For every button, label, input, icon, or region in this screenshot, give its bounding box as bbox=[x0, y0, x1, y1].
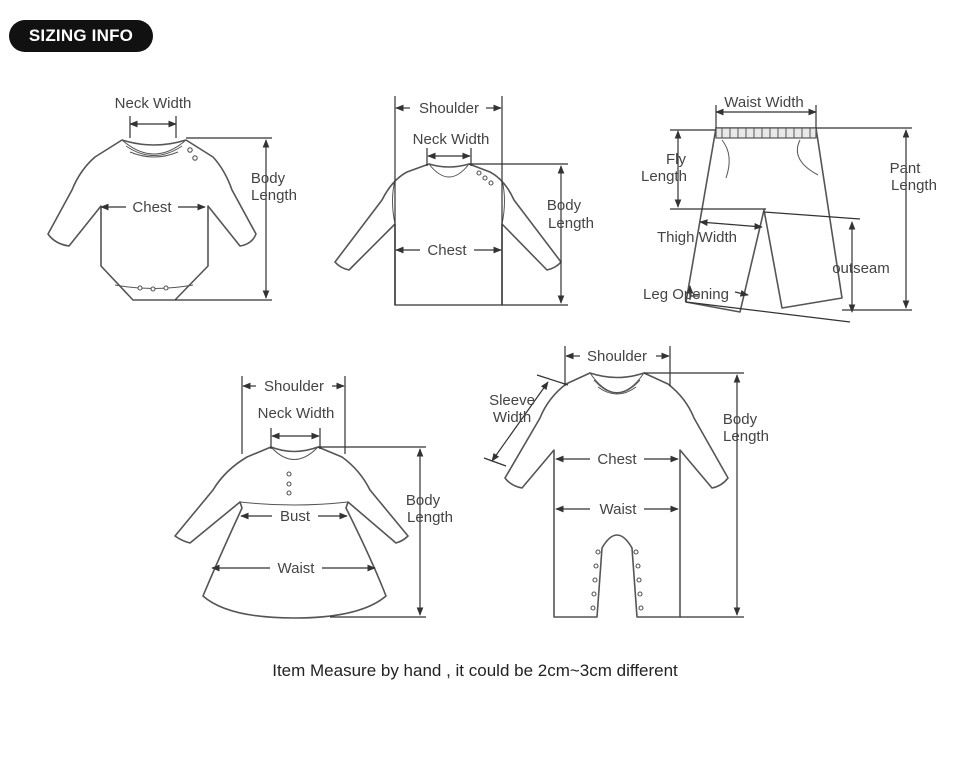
romper-body-length-label-1: Body bbox=[723, 411, 758, 428]
pants-outseam-label: outseam bbox=[832, 260, 890, 277]
romper-sleeve-width-label-2: Width bbox=[493, 409, 531, 426]
bodysuit-outline bbox=[47, 139, 257, 301]
romper-waist-label: Waist bbox=[600, 501, 638, 518]
pants-pant-length-label-2: Length bbox=[891, 177, 937, 194]
pants-outline bbox=[685, 127, 843, 313]
pants-fly-length-label-1: Fly bbox=[666, 151, 686, 168]
dress-bust-label: Bust bbox=[280, 508, 311, 525]
bodysuit-body-length-label-1: Body bbox=[251, 170, 286, 187]
romper-diagram: Shoulder Sleeve Width Chest Waist Body L… bbox=[483, 346, 769, 618]
dress-neck-width-label: Neck Width bbox=[258, 405, 335, 422]
dress-waist-label: Waist bbox=[278, 560, 316, 577]
pants-fly-length-label-2: Length bbox=[641, 168, 687, 185]
sizing-info-badge: SIZING INFO bbox=[9, 20, 153, 52]
pants-pant-length-label-1: Pant bbox=[890, 160, 922, 177]
bodysuit-body-length-label-2: Length bbox=[251, 187, 297, 204]
pants-waist-width-label: Waist Width bbox=[724, 94, 803, 111]
pants-leg-opening-label: Leg Opening bbox=[643, 286, 729, 303]
romper-chest-label: Chest bbox=[597, 451, 637, 468]
romper-body-length-label-2: Length bbox=[723, 428, 769, 445]
dress-body-length-label-1: Body bbox=[406, 492, 441, 509]
dress-body-length-label-2: Length bbox=[407, 509, 453, 526]
bodysuit-diagram: Neck Width Chest Body Length bbox=[47, 95, 297, 301]
tshirt-outline bbox=[334, 163, 562, 306]
measurement-note: Item Measure by hand , it could be 2cm~3… bbox=[272, 661, 678, 680]
tshirt-body-length-label-1: Body bbox=[547, 197, 582, 214]
dress-diagram: Shoulder Neck Width Bust Waist Body Leng… bbox=[174, 376, 453, 619]
bodysuit-chest-label: Chest bbox=[132, 199, 172, 216]
tshirt-body-length-label-2: Length bbox=[548, 215, 594, 232]
pants-thigh-width-label: Thigh Width bbox=[657, 229, 737, 246]
dress-shoulder-label: Shoulder bbox=[264, 378, 324, 395]
romper-shoulder-label: Shoulder bbox=[587, 348, 647, 365]
romper-sleeve-width-label-1: Sleeve bbox=[489, 392, 535, 409]
tshirt-chest-label: Chest bbox=[427, 242, 467, 259]
bodysuit-neck-width-label: Neck Width bbox=[115, 95, 192, 112]
dress-outline bbox=[174, 446, 409, 619]
tshirt-neck-width-label: Neck Width bbox=[413, 131, 490, 148]
tshirt-shoulder-label: Shoulder bbox=[419, 100, 479, 117]
tshirt-diagram: Shoulder Neck Width Chest Body Length bbox=[334, 96, 594, 306]
romper-outline bbox=[504, 372, 729, 618]
pants-diagram: Waist Width Fly Length Pant Length Thigh… bbox=[641, 94, 937, 323]
